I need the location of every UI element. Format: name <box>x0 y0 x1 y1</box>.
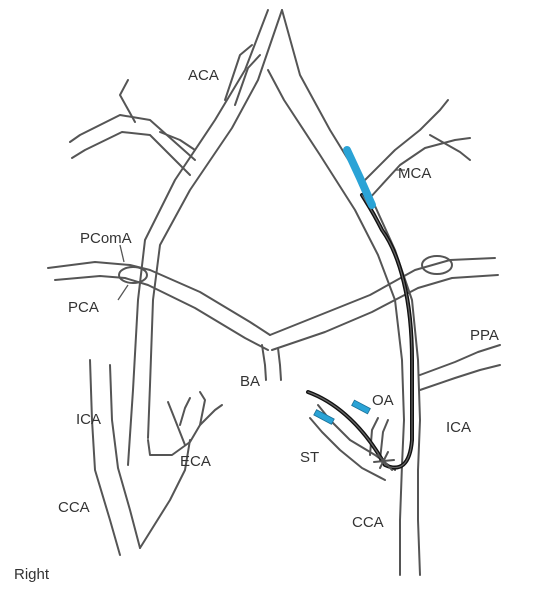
catheter-knot <box>373 451 395 471</box>
pca-right-loop <box>421 255 453 275</box>
pca-leader <box>117 284 129 301</box>
upper-left-twig2 <box>159 131 196 151</box>
label-ppa: PPA <box>470 327 499 344</box>
left-ica-lower <box>417 469 421 576</box>
right-cca <box>139 439 191 549</box>
basilar-artery <box>261 344 267 381</box>
side-label: Right <box>14 566 50 583</box>
right-eca-twig3 <box>179 397 191 426</box>
label-eca: ECA <box>180 453 211 470</box>
mca-branch <box>359 99 449 186</box>
upper-left-twig <box>119 79 136 123</box>
aca-branch <box>224 44 253 101</box>
pcoma-vessel-inner <box>54 275 269 351</box>
label-ba: BA <box>240 373 260 390</box>
label-st: ST <box>300 449 319 466</box>
label-aca: ACA <box>188 67 219 84</box>
upper-left-branch-inner <box>71 131 191 176</box>
pcoma-vessel <box>47 261 271 336</box>
leader-lines <box>117 169 405 301</box>
left-eca-branch-inner <box>309 417 386 481</box>
mca-twig <box>429 134 471 161</box>
labels: ACA MCA PComA PCA PPA BA OA ST ICA ICA E… <box>58 67 499 531</box>
right-ica-trunk-inner <box>147 9 283 439</box>
right-eca-twig1 <box>167 401 186 446</box>
oa-marker <box>351 399 371 415</box>
left-ica-trunk-inner <box>267 69 405 466</box>
right-eca-twig2 <box>199 404 223 426</box>
right-ica-lower-inner <box>109 364 141 549</box>
pca-right-vessel-inner <box>271 274 499 351</box>
label-mca: MCA <box>398 165 431 182</box>
basilar-artery-inner <box>277 347 282 381</box>
label-oa: OA <box>372 392 394 409</box>
right-ica-lower <box>89 359 121 556</box>
left-ica-trunk <box>281 9 421 471</box>
pca-loop <box>118 266 148 284</box>
left-oa-branch <box>369 417 379 456</box>
vessel-tree <box>47 9 501 576</box>
catheter <box>306 146 414 471</box>
aca-branch-inner <box>234 54 261 106</box>
pcoma-leader <box>119 244 125 263</box>
catheter-wire <box>306 193 414 470</box>
mca-balloon <box>343 146 376 209</box>
pca-right-vessel <box>269 257 496 336</box>
label-pcoma: PComA <box>80 230 132 247</box>
label-cca-right: CCA <box>58 499 90 516</box>
left-ica-lower-inner <box>399 464 403 576</box>
label-pca: PCA <box>68 299 99 316</box>
ppa-branch <box>419 344 501 376</box>
mca-branch-inner <box>367 137 471 201</box>
right-eca <box>147 391 206 456</box>
right-ica-trunk <box>127 9 269 466</box>
catheter-wire-core <box>307 194 413 469</box>
label-ica-right: ICA <box>76 411 101 428</box>
ppa-branch-inner <box>419 364 501 391</box>
label-ica-left: ICA <box>446 419 471 436</box>
st-marker-1 <box>313 409 335 425</box>
label-cca-left: CCA <box>352 514 384 531</box>
left-oa-branch-inner <box>379 419 389 461</box>
